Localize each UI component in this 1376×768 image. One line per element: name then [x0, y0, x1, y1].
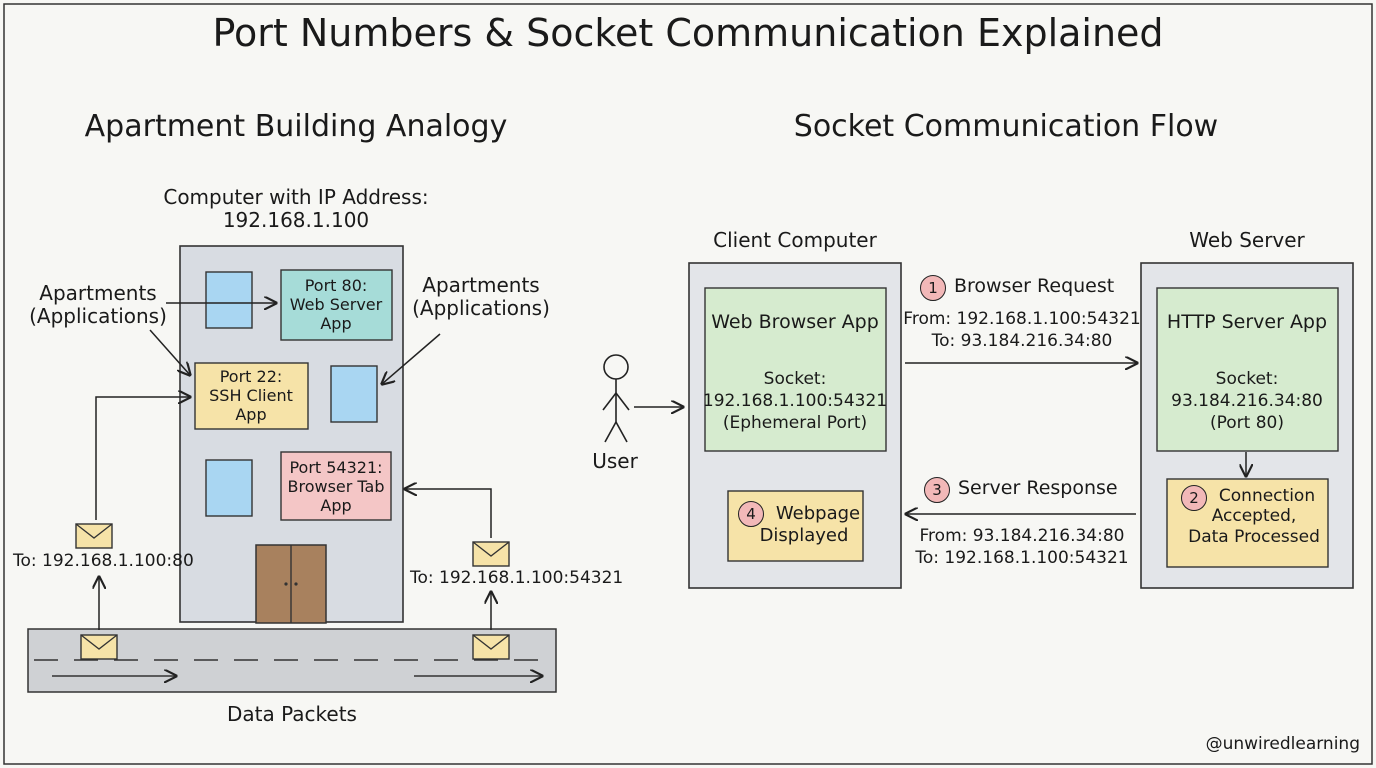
step3-from: From: 93.184.216.34:80: [919, 526, 1125, 546]
window-middle-right: [330, 365, 378, 423]
port22-label: Port 22: SSH Client App: [209, 367, 293, 425]
user-label: User: [592, 449, 638, 473]
page-frame: [3, 3, 1373, 765]
http-socket-line1: Socket:: [1215, 369, 1279, 389]
browser-socket-info: Socket: 192.168.1.100:54321 (Ephemeral P…: [703, 368, 887, 434]
packet-path-to-port54321: [405, 489, 492, 538]
window-top-left: [205, 271, 253, 329]
page-title: Port Numbers & Socket Communication Expl…: [212, 11, 1164, 55]
building-ip-label: Computer with IP Address: 192.168.1.100: [163, 186, 428, 232]
step3-badge: 3: [924, 477, 950, 503]
port54321-line3: App: [320, 496, 352, 516]
step2-line2: Accepted,: [1211, 506, 1297, 527]
port80-line3: App: [320, 314, 352, 334]
step4-label: Webpage Displayed: [748, 503, 861, 546]
step4-line2: Displayed: [759, 524, 849, 546]
apartments-right-label: Apartments (Applications): [412, 274, 550, 320]
port54321-label: Port 54321: Browser Tab App: [287, 458, 384, 516]
packet-right-label: To: 192.168.1.100:54321: [410, 568, 624, 588]
envelope-icon: [472, 634, 510, 660]
step2-line3: Data Processed: [1188, 526, 1320, 547]
http-socket-line2: 93.184.216.34:80: [1171, 391, 1323, 412]
apartments-left-line1: Apartments: [39, 281, 157, 305]
port22-line1: Port 22:: [219, 367, 283, 386]
step3-label: Server Response: [958, 477, 1118, 499]
browser-socket-line3: (Ephemeral Port): [722, 413, 868, 434]
port22-box: [194, 362, 309, 430]
envelope-icon: [472, 541, 510, 567]
browser-socket-line2: 192.168.1.100:54321: [702, 391, 888, 412]
http-socket-info: Socket: 93.184.216.34:80 (Port 80): [1171, 368, 1323, 434]
step1-badge: 1: [920, 275, 946, 301]
web-browser-app-box: [704, 287, 887, 452]
packet-left-label: To: 192.168.1.100:80: [13, 551, 194, 571]
web-browser-app-name: Web Browser App: [711, 311, 879, 333]
apartments-left-label: Apartments (Applications): [29, 282, 167, 328]
credit-handle: @unwiredlearning: [1205, 734, 1360, 754]
step1-from: From: 192.168.1.100:54321: [903, 309, 1141, 329]
apartments-right-line2: (Applications): [412, 296, 550, 320]
right-section-heading: Socket Communication Flow: [793, 109, 1219, 144]
arrow-to-port22-box: [149, 329, 190, 375]
port80-label: Port 80: Web Server App: [290, 276, 382, 334]
apartments-right-line1: Apartments: [422, 273, 540, 297]
http-socket-line3: (Port 80): [1209, 413, 1285, 434]
port80-box: [280, 269, 393, 341]
port22-line2: SSH Client: [209, 386, 293, 406]
building-door: [255, 544, 327, 624]
step2-badge: 2: [1181, 485, 1207, 511]
browser-socket-line1: Socket:: [763, 369, 827, 389]
packet-path-to-port22: [95, 397, 190, 520]
building-ip-label-line1: Computer with IP Address:: [163, 185, 429, 209]
step4-line1: Webpage: [775, 503, 861, 524]
port54321-box: [280, 451, 392, 521]
step2-label: Connection Accepted, Data Processed: [1188, 486, 1320, 547]
http-server-app-box: [1156, 287, 1339, 452]
left-section-heading: Apartment Building Analogy: [84, 109, 508, 144]
port22-line3: App: [235, 405, 267, 425]
step1-to: To: 93.184.216.34:80: [931, 331, 1113, 351]
http-server-app-name: HTTP Server App: [1166, 311, 1328, 333]
envelope-icon: [80, 634, 118, 660]
step3-to: To: 192.168.1.100:54321: [915, 548, 1129, 568]
step2-line1: Connection: [1218, 486, 1316, 506]
window-bottom-left: [205, 459, 253, 517]
port54321-line1: Port 54321:: [289, 458, 383, 477]
building-ip-label-line2: 192.168.1.100: [222, 208, 370, 232]
apartments-left-line2: (Applications): [29, 304, 167, 328]
port54321-line2: Browser Tab: [287, 477, 385, 497]
user-stick-figure-icon: [602, 354, 630, 443]
client-computer-title: Client Computer: [713, 228, 877, 252]
port80-line2: Web Server: [289, 295, 383, 315]
road-label: Data Packets: [227, 702, 357, 726]
arrow-to-middle-window: [382, 333, 441, 384]
envelope-icon: [75, 523, 113, 549]
web-server-title: Web Server: [1189, 228, 1305, 252]
step4-badge: 4: [738, 501, 764, 527]
step1-label: Browser Request: [954, 275, 1115, 297]
port80-line1: Port 80:: [304, 276, 368, 295]
